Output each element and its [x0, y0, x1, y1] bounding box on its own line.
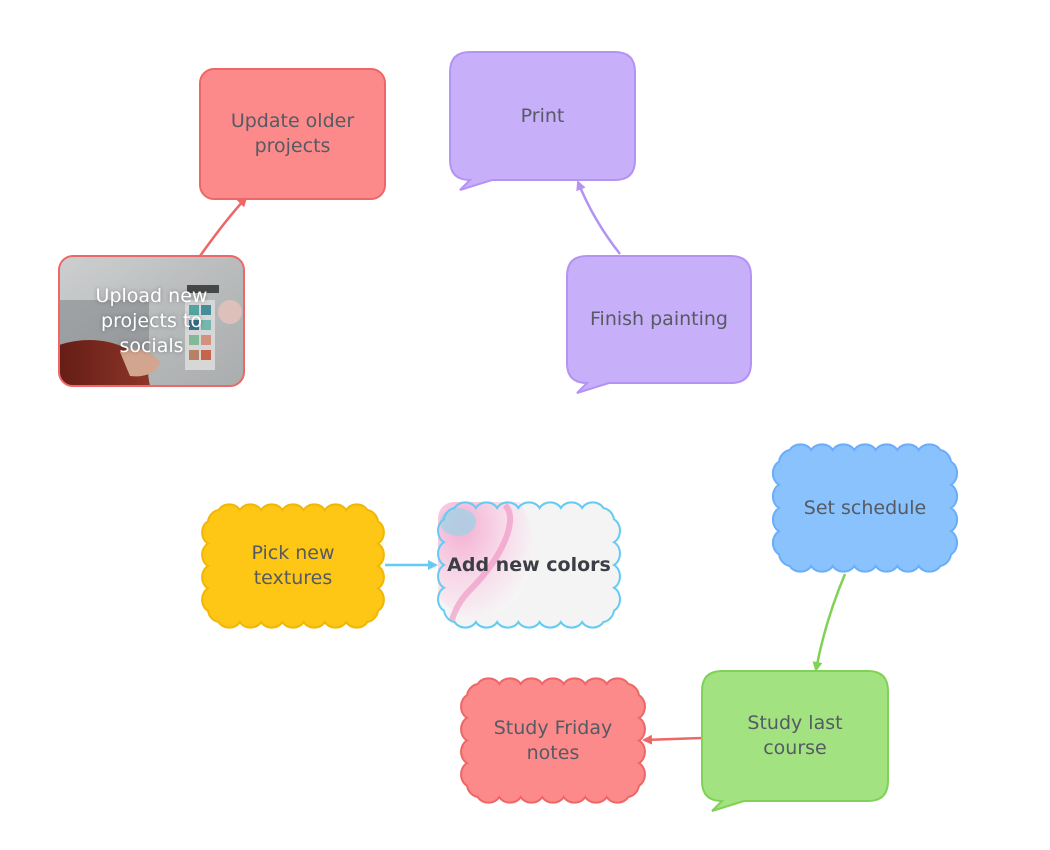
node-set-schedule-shape [771, 443, 959, 573]
cloud-blue-outline [771, 443, 959, 573]
node-upload-new-shape [59, 256, 244, 386]
connector-finish-to-print [576, 180, 621, 255]
connector-study-last-to-friday [642, 734, 703, 745]
node-study-last-label[interactable]: Study last course [747, 712, 843, 759]
node-set-schedule-label[interactable]: Set schedule [803, 497, 927, 519]
connector-schedule-to-study-last [812, 573, 847, 672]
node-add-colors-shape [437, 501, 621, 629]
node-print-shape [449, 51, 636, 191]
node-study-friday-label[interactable]: Study Friday notes [493, 716, 613, 764]
cloud-colors-outline [437, 501, 621, 629]
node-study-last-shape [701, 670, 889, 812]
cloud-red-outline [460, 677, 646, 804]
node-update-older-shape [199, 68, 386, 200]
node-study-friday-shape [460, 677, 646, 804]
node-update-older-label[interactable]: Update older projects [230, 110, 355, 157]
node-add-colors-label[interactable]: Add new colors [447, 553, 611, 576]
node-print-label[interactable]: Print [520, 104, 565, 127]
node-finish-painting-shape [566, 255, 752, 394]
connector-upload-to-update [198, 196, 248, 257]
node-upload-new-label[interactable]: Upload new projects to socials [95, 284, 208, 357]
node-finish-painting-label[interactable]: Finish painting [590, 308, 728, 330]
node-pick-textures-label[interactable]: Pick new textures [251, 541, 335, 589]
cloud-yellow-outline [201, 503, 385, 629]
node-pick-textures-shape [201, 503, 385, 629]
